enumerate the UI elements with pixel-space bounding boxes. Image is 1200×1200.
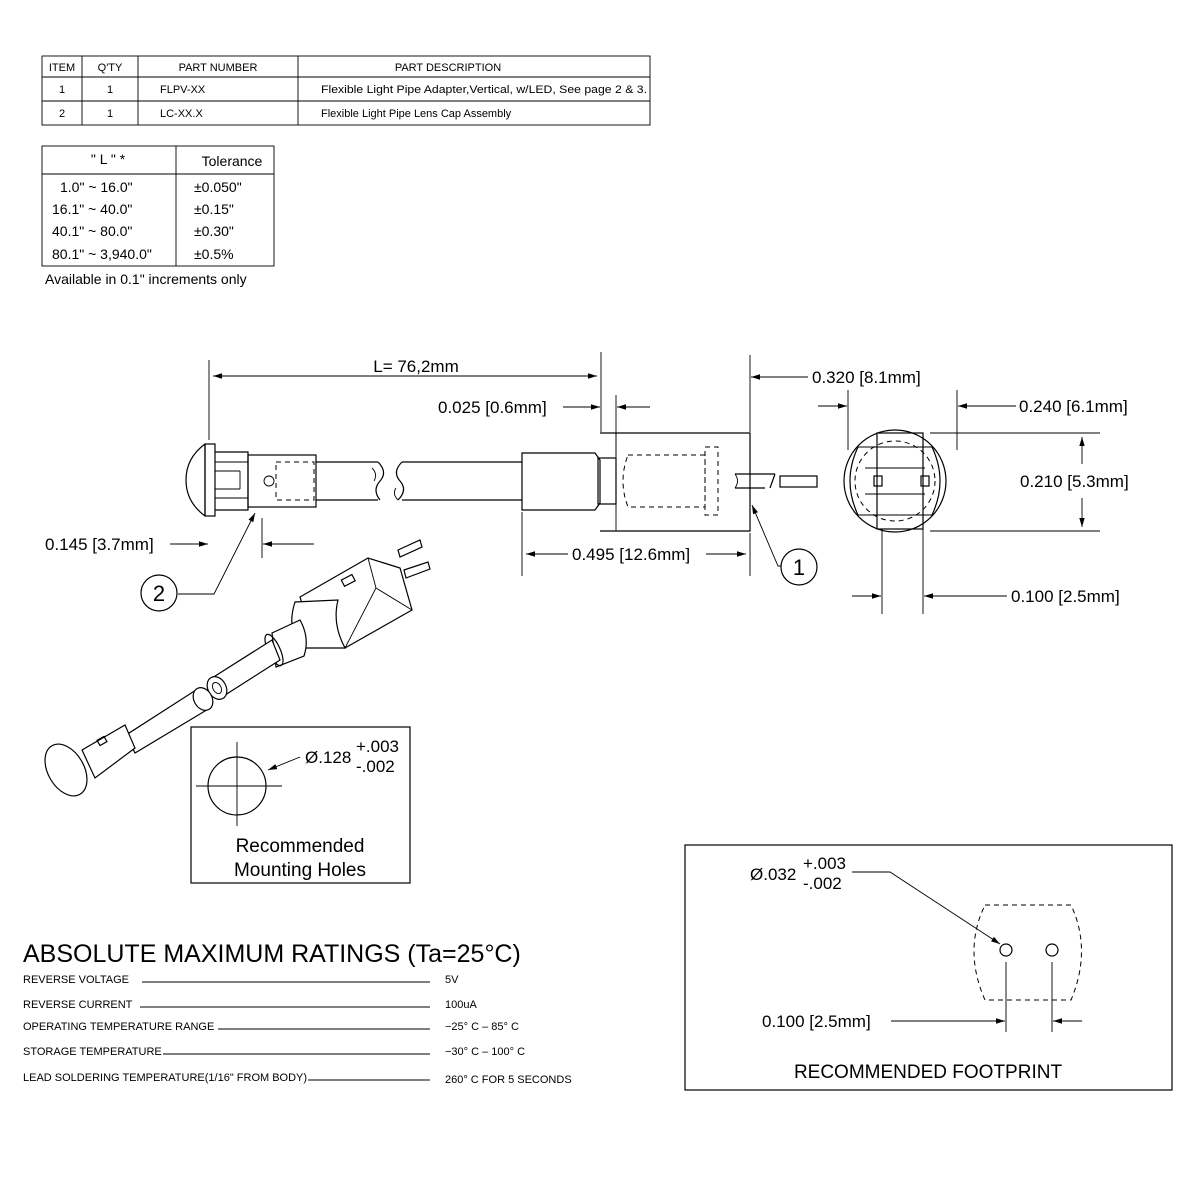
- footprint-box: Ø.032 +.003 -.002 0.100 [2.5mm] RECOMMEN…: [684, 844, 1173, 1091]
- mounting-caption-line1: Recommended: [236, 836, 365, 857]
- rating-value: 260° C FOR 5 SECONDS: [445, 1074, 572, 1086]
- mounting-hole-diameter: Ø.128: [305, 748, 351, 767]
- dimension-0145: 0.145 [3.7mm]: [45, 535, 154, 554]
- parts-cell: Flexible Light Pipe Adapter,Vertical, w/…: [321, 84, 647, 96]
- balloon-item-1: 1: [751, 504, 818, 586]
- tolerance-table: " L " * Tolerance 1.0" ~ 16.0" ±0.050" 1…: [41, 145, 275, 287]
- tolerance-note: Available in 0.1" increments only: [45, 271, 247, 287]
- mounting-hole-tol-plus: +.003: [356, 737, 399, 756]
- balloon-label: 2: [153, 581, 165, 606]
- mounting-hole-tol-minus: -.002: [356, 757, 395, 776]
- end-view: [843, 429, 947, 614]
- side-view: [185, 432, 818, 532]
- tolerance-range: 40.1" ~ 80.0": [52, 223, 132, 239]
- tolerance-header-tolerance: Tolerance: [202, 153, 263, 169]
- parts-header-item: ITEM: [49, 62, 75, 74]
- parts-cell: FLPV-XX: [160, 84, 206, 96]
- rating-value: 5V: [445, 974, 459, 986]
- tolerance-range: 80.1" ~ 3,940.0": [52, 246, 152, 262]
- dimension-0100-footprint: 0.100 [2.5mm]: [762, 1012, 871, 1031]
- rating-label: REVERSE VOLTAGE: [23, 974, 129, 986]
- rating-label: OPERATING TEMPERATURE RANGE: [23, 1021, 214, 1033]
- end-view-dimensions: 0.240 [6.1mm] 0.210 [5.3mm] 0.100 [2.5mm…: [818, 390, 1129, 606]
- dimension-0025: 0.025 [0.6mm]: [438, 398, 547, 417]
- tolerance-value: ±0.30": [194, 223, 234, 239]
- parts-cell: 2: [59, 108, 65, 120]
- dimension-length: L= 76,2mm: [373, 357, 459, 376]
- parts-cell: 1: [107, 108, 113, 120]
- dimension-0240: 0.240 [6.1mm]: [1019, 397, 1128, 416]
- parts-cell: Flexible Light Pipe Lens Cap Assembly: [321, 108, 512, 120]
- rating-label: LEAD SOLDERING TEMPERATURE(1/16" FROM BO…: [23, 1072, 307, 1084]
- tolerance-header-length: " L " *: [91, 151, 126, 167]
- dimension-0210: 0.210 [5.3mm]: [1020, 472, 1129, 491]
- parts-cell: 1: [59, 84, 65, 96]
- dimension-0320: 0.320 [8.1mm]: [812, 368, 921, 387]
- dimension-0100-side: 0.100 [2.5mm]: [1011, 587, 1120, 606]
- footprint-tol-minus: -.002: [803, 874, 842, 893]
- rating-label: STORAGE TEMPERATURE: [23, 1046, 162, 1058]
- rating-value: −30° C – 100° C: [445, 1046, 525, 1058]
- parts-cell: 1: [107, 84, 113, 96]
- dimension-0495: 0.495 [12.6mm]: [572, 545, 690, 564]
- footprint-caption: RECOMMENDED FOOTPRINT: [794, 1062, 1063, 1083]
- mounting-holes-box: Ø.128 +.003 -.002 Recommended Mounting H…: [190, 726, 411, 884]
- tolerance-value: ±0.5%: [194, 246, 234, 262]
- footprint-tol-plus: +.003: [803, 854, 846, 873]
- footprint-diameter: Ø.032: [750, 865, 796, 884]
- balloon-label: 1: [793, 555, 805, 580]
- parts-cell: LC-XX.X: [160, 108, 203, 120]
- isometric-assembly: [44, 539, 431, 797]
- rating-label: REVERSE CURRENT: [23, 999, 133, 1011]
- tolerance-value: ±0.15": [194, 201, 234, 217]
- parts-header-part-number: PART NUMBER: [179, 62, 258, 74]
- parts-header-description: PART DESCRIPTION: [395, 62, 501, 74]
- mounting-caption-line2: Mounting Holes: [234, 860, 366, 881]
- rating-value: −25° C – 85° C: [445, 1021, 519, 1033]
- tolerance-range: 1.0" ~ 16.0": [60, 179, 133, 195]
- ratings-title: ABSOLUTE MAXIMUM RATINGS (Ta=25°C): [23, 940, 521, 968]
- rating-value: 100uA: [445, 999, 477, 1011]
- ratings-section: ABSOLUTE MAXIMUM RATINGS (Ta=25°C) REVER…: [23, 940, 572, 1086]
- tolerance-range: 16.1" ~ 40.0": [52, 201, 132, 217]
- parts-table: ITEM Q'TY PART NUMBER PART DESCRIPTION 1…: [41, 55, 651, 126]
- balloon-item-2: 2: [140, 512, 256, 612]
- parts-header-qty: Q'TY: [98, 62, 123, 74]
- side-view-dimensions: L= 76,2mm 0.025 [0.6mm] 0.320 [8.1mm] 0.…: [45, 352, 921, 576]
- tolerance-value: ±0.050": [194, 179, 242, 195]
